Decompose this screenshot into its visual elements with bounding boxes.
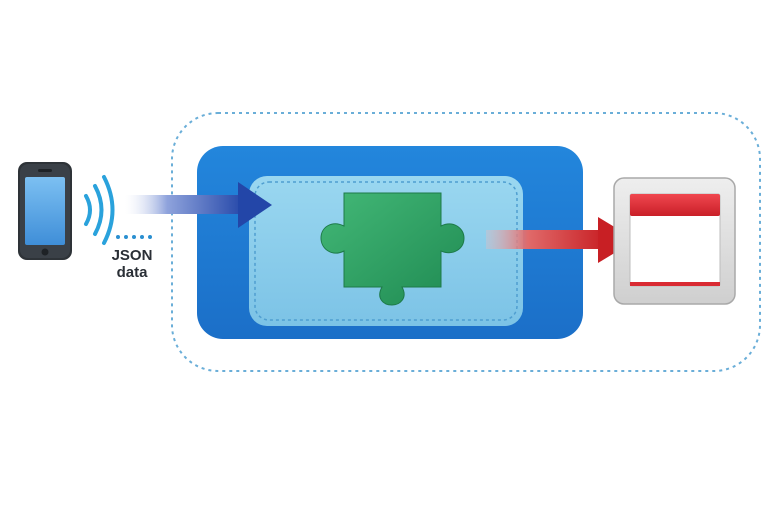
json-data-label: JSON data bbox=[104, 247, 160, 281]
input-arrow bbox=[125, 182, 272, 228]
json-label-line2: data bbox=[116, 264, 148, 281]
json-label-line1: JSON bbox=[111, 247, 153, 264]
inner-dashed-border bbox=[254, 181, 518, 321]
dotted-connector bbox=[116, 235, 152, 239]
puzzle-piece-icon bbox=[320, 192, 465, 306]
phone-icon bbox=[18, 162, 72, 260]
wireless-signal-icon bbox=[84, 175, 115, 245]
outer-dashed-boundary bbox=[171, 112, 761, 372]
calendar-icon bbox=[613, 177, 736, 305]
